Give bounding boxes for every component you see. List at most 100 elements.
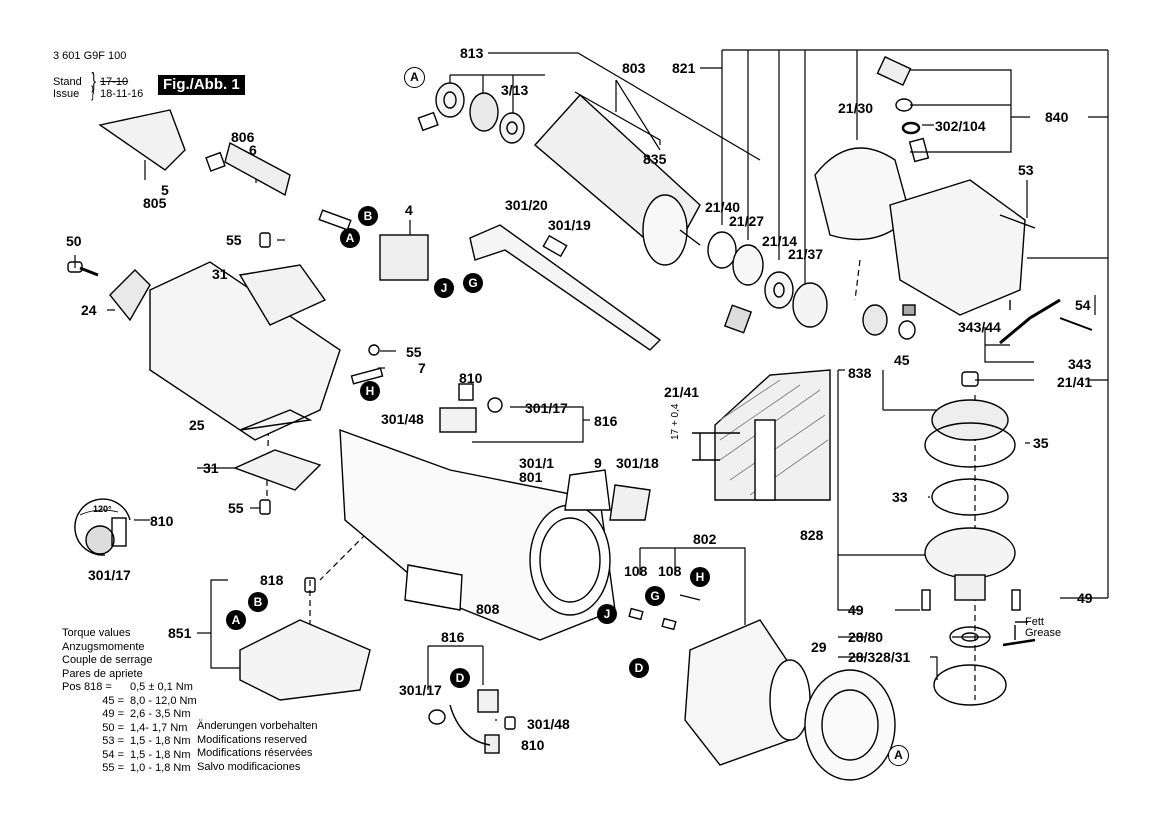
label-7: 7 (418, 360, 426, 376)
torque-row: 55 = 1,0 - 1,8 Nm (62, 762, 197, 776)
label-801: 801 (519, 469, 543, 485)
label-54: 54 (1075, 297, 1091, 313)
label-828: 828 (800, 527, 824, 543)
label-301-17-left: 301/17 (88, 567, 131, 583)
torque-row: 53 =1,5 - 1,8 Nm (62, 735, 197, 749)
label-343-44: 343/44 (958, 319, 1001, 335)
label-4: 4 (405, 202, 413, 218)
torque-value: 1,4- 1,7 Nm (130, 721, 188, 734)
callout-a-guard: A (888, 745, 909, 766)
torque-row: 45 = 8,0 - 12,0 Nm (62, 694, 197, 709)
stand-label: Stand (53, 76, 82, 88)
label-838: 838 (848, 365, 872, 381)
callout-j-stator: J (597, 604, 617, 624)
torque-value: 8,0 - 12,0 Nm (130, 694, 197, 707)
label-50: 50 (66, 233, 82, 249)
label-21-27: 21/27 (729, 213, 765, 229)
torque-pos: 54 = (102, 748, 124, 761)
torque-heading-fr: Couple de serrage (62, 654, 153, 666)
part-number: 3 601 G9F 100 (53, 50, 127, 62)
label-55-top: 55 (226, 232, 242, 248)
label-31-top: 31 (212, 266, 228, 282)
torque-row: 50 = 1,4- 1,7 Nm (62, 722, 197, 736)
label-301-17-mid: 301/17 (525, 400, 568, 416)
callout-d-stator: D (629, 658, 649, 678)
label-fett: Fett (1025, 616, 1044, 628)
label-301-17-bottom: 301/17 (399, 682, 442, 698)
label-108-b: 108 (658, 563, 682, 579)
callout-b-switch: B (248, 592, 268, 612)
label-6: 6 (249, 142, 257, 158)
callout-a-plug: A (340, 228, 360, 248)
label-301-48-mid: 301/48 (381, 411, 424, 427)
callout-g-switch: G (463, 273, 483, 293)
figure-label: Fig./Abb. 1 (158, 75, 245, 95)
torque-pos: 45 = (102, 694, 124, 707)
modifications-es: Salvo modificaciones (197, 760, 301, 773)
label-21-41-section: 21/41 (664, 384, 700, 400)
torque-heading-es: Pares de apriete (62, 667, 143, 680)
label-840: 840 (1045, 109, 1069, 125)
callout-a-switch: A (226, 610, 246, 630)
torque-pos: 55 = (102, 762, 124, 774)
torque-value: 1,5 - 1,8 Nm (130, 735, 191, 747)
callout-d-brush: D (450, 668, 470, 688)
torque-row: 54 =1,5 - 1,8 Nm (62, 749, 197, 763)
label-802: 802 (693, 531, 717, 547)
torque-pos: 50 = (102, 721, 124, 734)
label-808: 808 (476, 601, 500, 617)
label-108-a: 108 (624, 563, 648, 579)
label-810-mid: 810 (459, 370, 483, 386)
dimension-17: 17 + 0,4 (670, 403, 681, 440)
label-5: 5 (161, 182, 169, 198)
label-33: 33 (892, 489, 908, 505)
callout-b-plug: B (358, 206, 378, 226)
label-301-1: 301/1 (519, 455, 555, 471)
label-25: 25 (189, 417, 205, 433)
label-3-13: 3/13 (501, 82, 529, 98)
part-shapes (67, 55, 1093, 781)
label-55-mid: 55 (406, 344, 422, 360)
torque-row: Pos 818 =0,5 ± 0,1 Nm (62, 681, 197, 695)
label-301-18: 301/18 (616, 455, 659, 471)
torque-value: 1,0 - 1,8 Nm (130, 762, 191, 774)
label-301-20: 301/20 (505, 197, 548, 213)
label-49-left: 49 (848, 602, 864, 618)
label-35: 35 (1033, 435, 1049, 451)
label-302-104: 302/104 (935, 118, 986, 134)
torque-values-table: Torque values Anzugsmomente Couple de se… (62, 627, 197, 776)
label-9: 9 (594, 455, 602, 471)
torque-value: 2,6 - 3,5 Nm (130, 708, 191, 720)
issue-label: Issue (53, 88, 80, 100)
label-49-right: 49 (1077, 590, 1093, 606)
callout-h-stator: H (690, 567, 710, 587)
label-805: 805 (143, 195, 167, 211)
callout-a-top: A (404, 67, 425, 88)
label-55-bottom: 55 (228, 500, 244, 516)
label-818: 818 (260, 572, 284, 588)
torque-heading-de: Anzugsmomente (62, 640, 145, 653)
label-821: 821 (672, 60, 696, 76)
issue-date: 18-11-16 (100, 88, 144, 100)
callout-j-switch: J (434, 278, 454, 298)
callout-h-brush: H (360, 381, 380, 401)
brace-issue: } (91, 84, 95, 101)
label-835: 835 (643, 151, 667, 167)
modifications-note: Änderungen vorbehalten Modifications res… (197, 720, 317, 774)
torque-pos: 49 = (102, 708, 124, 720)
label-28-80: 28/80 (848, 629, 884, 645)
label-301-19: 301/19 (548, 217, 591, 233)
label-grease: Grease (1025, 627, 1062, 639)
label-851: 851 (168, 625, 192, 641)
callout-g-stator: G (645, 586, 665, 606)
label-816-bottom: 816 (441, 629, 465, 645)
label-816-mid: 816 (594, 413, 618, 429)
torque-heading-en: Torque values (62, 627, 131, 639)
label-343: 343 (1068, 356, 1092, 372)
label-31-bottom: 31 (203, 460, 219, 476)
label-21-37: 21/37 (788, 246, 824, 262)
label-21-14: 21/14 (762, 233, 798, 249)
label-806: 806 (231, 129, 255, 145)
